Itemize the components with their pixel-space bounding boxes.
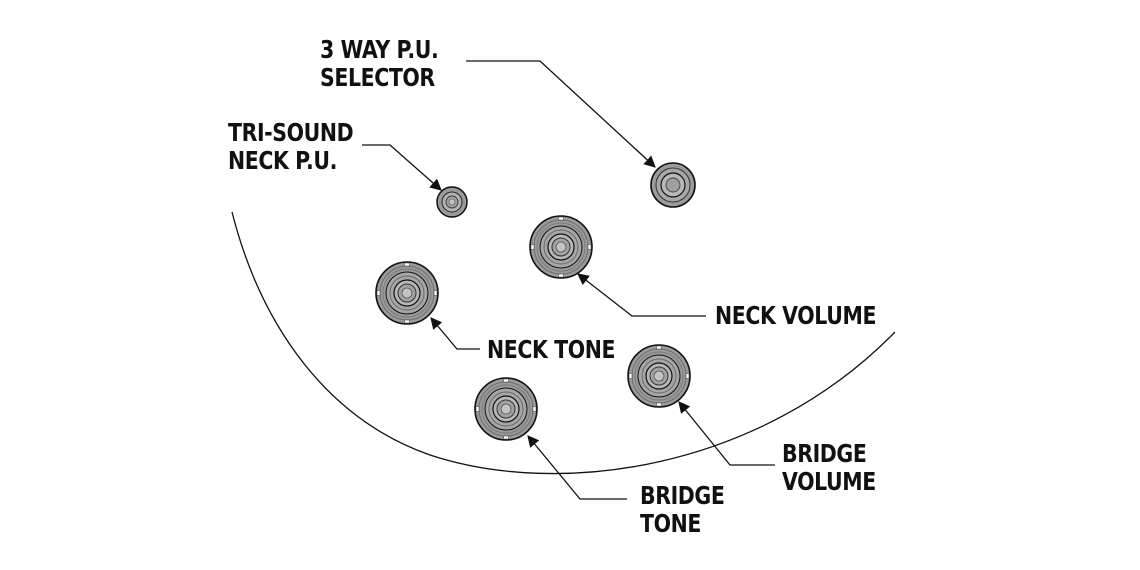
bridge-volume-label: BRIDGE VOLUME bbox=[782, 440, 876, 496]
selector-leader-line bbox=[466, 60, 656, 168]
trisound-leader-line bbox=[362, 144, 442, 191]
neck-tone-label: NECK TONE bbox=[487, 335, 616, 364]
selector-label-line-2: SELECTOR bbox=[320, 63, 435, 92]
bridge-tone-label: BRIDGE TONE bbox=[640, 481, 725, 538]
neck-volume-knob-icon bbox=[529, 215, 593, 279]
bridge-volume-label-line-2: VOLUME bbox=[782, 467, 876, 496]
trisound-label: TRI-SOUND NECK P.U. bbox=[228, 118, 354, 175]
tri-sound-switch-icon bbox=[436, 186, 468, 218]
selector-label: 3 WAY P.U. SELECTOR bbox=[320, 35, 439, 92]
neck-tone-knob-icon bbox=[375, 261, 439, 325]
bridge-volume-label-line-1: BRIDGE bbox=[782, 439, 867, 468]
selector-label-line-1: 3 WAY P.U. bbox=[320, 35, 439, 64]
neck-volume-label-text: NECK VOLUME bbox=[715, 301, 877, 330]
bridge-volume-leader-line bbox=[678, 401, 775, 466]
neck-tone-label-text: NECK TONE bbox=[487, 335, 616, 364]
bridge-volume-knob-icon bbox=[627, 344, 691, 408]
bridge-tone-leader-line bbox=[527, 435, 627, 500]
trisound-label-line-1: TRI-SOUND bbox=[228, 118, 354, 147]
selector-switch-icon bbox=[650, 162, 696, 208]
trisound-label-line-2: NECK P.U. bbox=[228, 146, 338, 175]
bridge-tone-label-line-1: BRIDGE bbox=[640, 481, 725, 510]
guitar-body-outline bbox=[231, 211, 896, 475]
neck-volume-label: NECK VOLUME bbox=[715, 302, 876, 330]
neck-volume-leader-line bbox=[577, 273, 706, 317]
neck-tone-leader-line bbox=[430, 317, 480, 350]
bridge-tone-knob-icon bbox=[474, 377, 538, 441]
bridge-tone-label-line-2: TONE bbox=[640, 509, 701, 538]
